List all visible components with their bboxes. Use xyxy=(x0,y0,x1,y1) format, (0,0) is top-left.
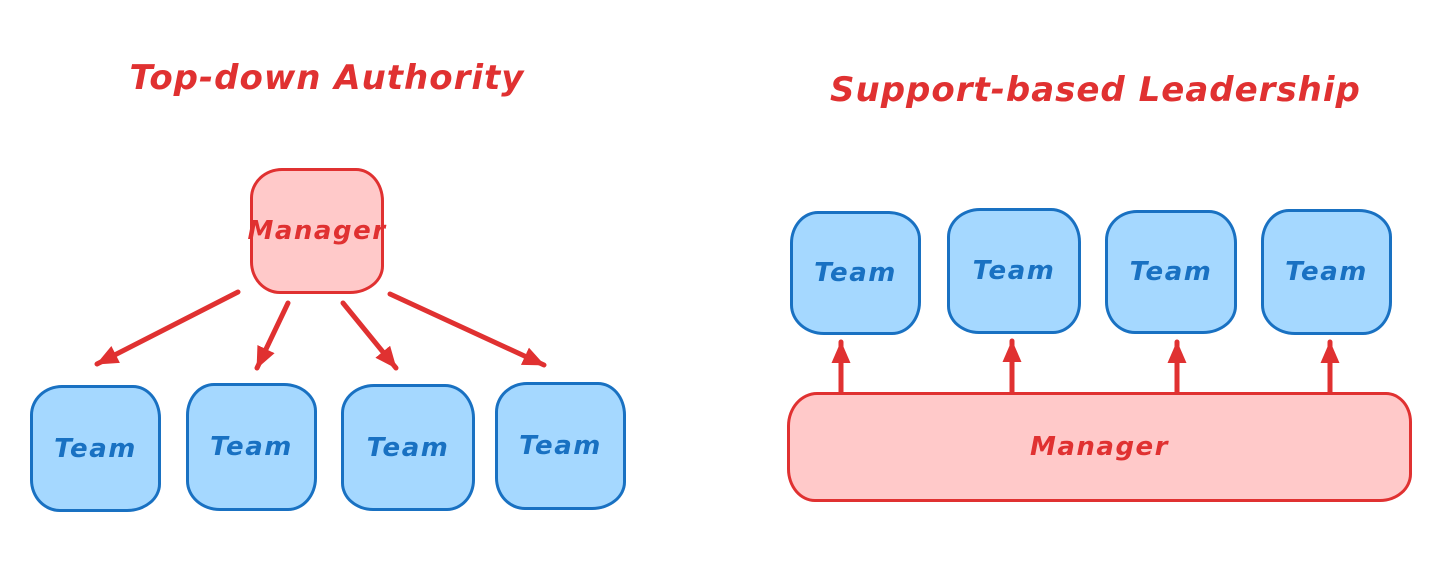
team-box-7: Team xyxy=(1105,210,1237,334)
team-label: Team xyxy=(814,258,897,288)
team-box-3: Team xyxy=(341,384,475,511)
team-label: Team xyxy=(972,256,1056,286)
manager-label: Manager xyxy=(247,216,387,246)
team-label: Team xyxy=(1129,257,1213,287)
down-arrow-1 xyxy=(94,289,241,367)
team-box-2: Team xyxy=(186,383,317,511)
team-label: Team xyxy=(210,432,293,462)
team-label: Team xyxy=(54,433,137,464)
team-label: Team xyxy=(519,431,602,461)
manager-bar: Manager xyxy=(787,392,1412,502)
team-box-4: Team xyxy=(495,382,626,510)
team-box-1: Team xyxy=(30,385,161,512)
team-box-6: Team xyxy=(947,208,1081,334)
team-label: Team xyxy=(1285,257,1368,287)
team-box-5: Team xyxy=(790,211,921,335)
support-arrows xyxy=(831,338,1340,400)
top-down-arrows xyxy=(94,289,547,371)
team-box-8: Team xyxy=(1261,209,1392,335)
team-label: Team xyxy=(366,432,450,463)
manager-label: Manager xyxy=(1029,432,1170,462)
down-arrow-2 xyxy=(254,300,291,371)
manager-box: Manager xyxy=(247,168,387,294)
top-down-title: Top-down Authority xyxy=(129,58,525,98)
support-based-title: Support-based Leadership xyxy=(830,70,1361,110)
down-arrow-4 xyxy=(387,291,547,368)
down-arrow-3 xyxy=(340,300,399,371)
